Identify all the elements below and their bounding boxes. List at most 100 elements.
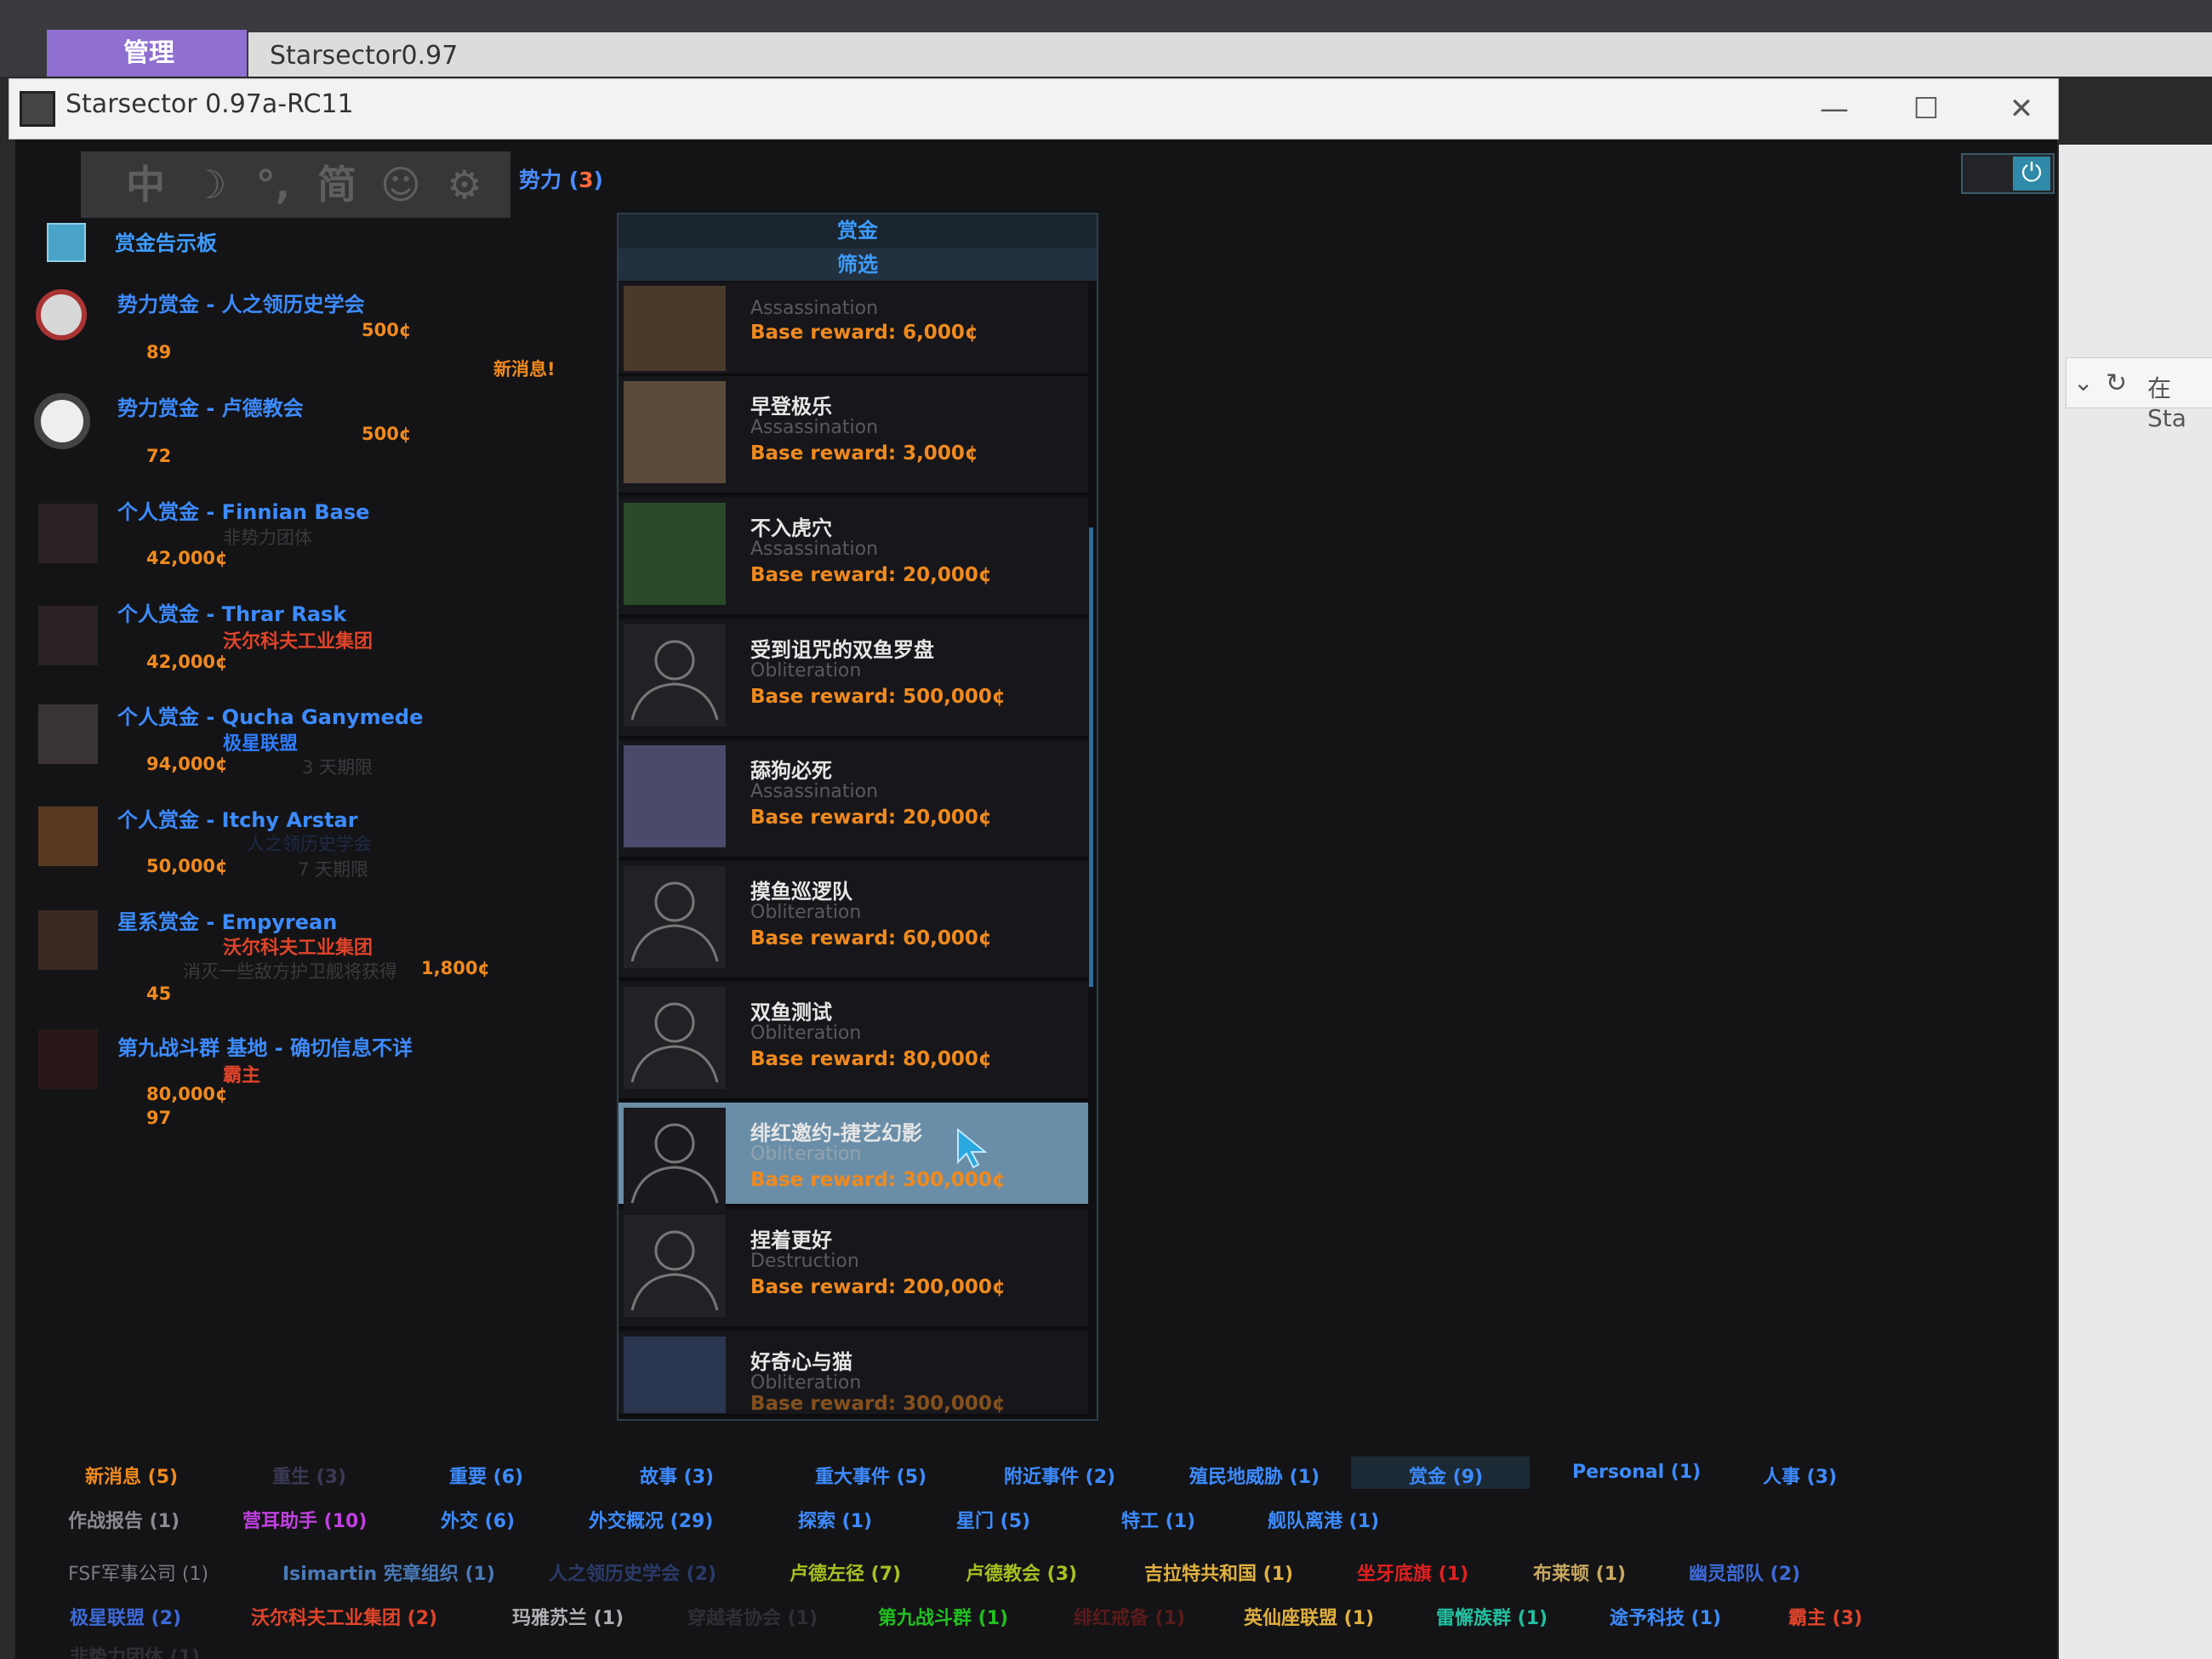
- filter-tag[interactable]: 途予科技 (1): [1610, 1608, 1722, 1629]
- power-icon[interactable]: ⏻: [2013, 157, 2050, 191]
- filter-tag[interactable]: 故事 (3): [640, 1467, 715, 1488]
- filter-tag[interactable]: 极星联盟 (2): [70, 1608, 182, 1629]
- filter-tag[interactable]: FSF军事公司 (1): [68, 1564, 209, 1585]
- filter-tag[interactable]: 外交概况 (29): [589, 1511, 714, 1532]
- bounty-row[interactable]: Assassination Base reward: 6,000¢: [619, 282, 1088, 376]
- tab-bounty[interactable]: 赏金: [837, 219, 878, 242]
- window-title: Starsector 0.97a-RC11: [66, 89, 354, 119]
- intel-item-title[interactable]: 第九战斗群 基地 - 确切信息不详: [117, 1036, 413, 1060]
- filter-tag[interactable]: 作战报告 (1): [68, 1511, 180, 1532]
- chevron-down-icon[interactable]: ⌄: [2073, 368, 2094, 396]
- browser-toolbar: ⌄ ↻ 在 Sta: [2066, 357, 2212, 432]
- intel-item-title[interactable]: 个人赏金 - Qucha Ganymede: [117, 705, 424, 729]
- panel-scrollbar[interactable]: [1089, 527, 1093, 987]
- filter-tag[interactable]: 第九战斗群 (1): [878, 1608, 1009, 1629]
- filter-tag[interactable]: 英仙座联盟 (1): [1244, 1608, 1375, 1629]
- filter-tag[interactable]: 布莱顿 (1): [1533, 1564, 1627, 1585]
- filter-tag[interactable]: Isimartin 宪章组织 (1): [282, 1564, 495, 1585]
- bounty-row[interactable]: 早登极乐 Assassination Base reward: 3,000¢: [619, 376, 1088, 495]
- os-tab-manage[interactable]: 管理: [47, 30, 247, 77]
- bounty-board-icon: [47, 223, 86, 262]
- filter-tag[interactable]: 非势力团体 (1): [70, 1647, 201, 1659]
- browser-search-stub[interactable]: 在 Sta: [2147, 374, 2186, 432]
- filter-tag[interactable]: 附近事件 (2): [1004, 1467, 1116, 1488]
- filter-tag[interactable]: 探索 (1): [798, 1511, 873, 1532]
- minimize-icon[interactable]: —: [1820, 92, 1849, 126]
- bounty-board-header[interactable]: 赏金告示板: [115, 231, 217, 255]
- faction-filter-label[interactable]: 势力 (3): [519, 163, 603, 194]
- bounty-row[interactable]: 舔狗必死 Assassination Base reward: 20,000¢: [619, 740, 1088, 859]
- os-tab-starsector[interactable]: Starsector0.97: [248, 32, 2212, 77]
- silhouette-portrait-icon: [624, 866, 726, 968]
- filter-tag[interactable]: 卢德教会 (3): [966, 1564, 1078, 1585]
- refresh-icon[interactable]: ↻: [2106, 368, 2128, 398]
- bounty-reward: Base reward: 60,000¢: [750, 927, 992, 949]
- bounty-row[interactable]: 捏着更好 Destruction Base reward: 200,000¢: [619, 1210, 1088, 1329]
- settings-gear-icon[interactable]: ⚙: [447, 162, 482, 208]
- maximize-icon[interactable]: ☐: [1913, 92, 1940, 126]
- bounty-row-selected[interactable]: 绯红邀约-捷艺幻影 Obliteration Base reward: 300,…: [619, 1103, 1088, 1210]
- filter-tag[interactable]: 沃尔科夫工业集团 (2): [251, 1608, 438, 1629]
- filter-tag[interactable]: 绯红戒备 (1): [1074, 1608, 1186, 1629]
- emoji-icon[interactable]: ☺: [380, 162, 421, 208]
- bounty-reward: Base reward: 500,000¢: [750, 686, 1006, 708]
- character-avatar: [38, 807, 98, 866]
- character-portrait: [624, 503, 726, 605]
- intel-item-faction: 霸主: [223, 1065, 261, 1086]
- filter-tag[interactable]: 重要 (6): [449, 1467, 524, 1488]
- faction-emblem-icon: [36, 289, 87, 340]
- bounty-row[interactable]: 好奇心与猫 Obliteration Base reward: 300,000¢: [619, 1331, 1088, 1417]
- bounty-reward: Base reward: 200,000¢: [750, 1276, 1006, 1298]
- filter-tag[interactable]: 坐牙底旗 (1): [1357, 1564, 1469, 1585]
- bounty-reward: Base reward: 80,000¢: [750, 1048, 992, 1070]
- bounty-row[interactable]: 不入虎穴 Assassination Base reward: 20,000¢: [619, 498, 1088, 617]
- tab-filter[interactable]: 筛选: [619, 248, 1097, 281]
- bounty-name: 受到诅咒的双鱼罗盘: [750, 638, 934, 662]
- window-titlebar: Starsector 0.97a-RC11 — ☐ ✕: [9, 78, 2059, 140]
- character-avatar: [38, 606, 98, 665]
- moon-icon[interactable]: ☽: [191, 162, 227, 208]
- filter-tag[interactable]: 营耳助手 (10): [242, 1511, 368, 1532]
- bounty-row[interactable]: 双鱼测试 Obliteration Base reward: 80,000¢: [619, 982, 1088, 1101]
- bounty-row[interactable]: 受到诅咒的双鱼罗盘 Obliteration Base reward: 500,…: [619, 619, 1088, 738]
- character-portrait: [624, 286, 726, 371]
- intel-item-reward: 80,000¢: [146, 1084, 228, 1104]
- filter-tag[interactable]: 穿越者协会 (1): [687, 1608, 818, 1629]
- filter-tag[interactable]: 新消息 (5): [85, 1467, 179, 1488]
- filter-tag[interactable]: 人之领历史学会 (2): [549, 1564, 717, 1585]
- filter-tag[interactable]: 重大事件 (5): [815, 1467, 927, 1488]
- simplified-icon[interactable]: 简: [317, 162, 356, 208]
- filter-tag[interactable]: 重生 (3): [272, 1467, 347, 1488]
- filter-tag-bounty[interactable]: 赏金 (9): [1409, 1467, 1484, 1488]
- intel-item-title[interactable]: 势力赏金 - 卢德教会: [117, 396, 304, 420]
- mouse-cursor-icon: [955, 1127, 990, 1172]
- intel-item-faction: 沃尔科夫工业集团: [223, 938, 373, 959]
- intel-item-deadline: 7 天期限: [298, 859, 369, 880]
- bounty-panel-header: 赏金 筛选: [619, 214, 1097, 281]
- filter-tag[interactable]: 霸主 (3): [1788, 1608, 1863, 1629]
- filter-tag[interactable]: 玛雅苏兰 (1): [512, 1608, 624, 1629]
- filter-tag[interactable]: 殖民地威胁 (1): [1189, 1467, 1320, 1488]
- filter-tag[interactable]: 雷懈族群 (1): [1436, 1608, 1548, 1629]
- intel-item-title[interactable]: 个人赏金 - Itchy Arstar: [117, 808, 358, 832]
- filter-tag[interactable]: 卢德左径 (7): [790, 1564, 902, 1585]
- bounty-row[interactable]: 摸鱼巡逻队 Obliteration Base reward: 60,000¢: [619, 861, 1088, 980]
- chinese-mode-icon[interactable]: 中: [126, 162, 165, 208]
- station-icon: [38, 1029, 98, 1089]
- punctuation-icon[interactable]: °,: [255, 162, 291, 208]
- filter-tag[interactable]: 舰队离港 (1): [1268, 1511, 1380, 1532]
- filter-tag[interactable]: 人事 (3): [1763, 1467, 1838, 1488]
- close-icon[interactable]: ✕: [2009, 92, 2034, 126]
- intel-item-title[interactable]: 个人赏金 - Finnian Base: [117, 500, 370, 524]
- filter-tag[interactable]: 吉拉特共和国 (1): [1144, 1564, 1294, 1585]
- bounty-reward: Base reward: 300,000¢: [750, 1393, 1006, 1415]
- filter-tag[interactable]: 幽灵部队 (2): [1689, 1564, 1801, 1585]
- intel-item-faction: 极星联盟: [223, 733, 299, 755]
- intel-item-title[interactable]: 个人赏金 - Thrar Rask: [117, 602, 347, 626]
- filter-tag[interactable]: 特工 (1): [1121, 1511, 1196, 1532]
- filter-tag[interactable]: 星门 (5): [956, 1511, 1031, 1532]
- filter-tag[interactable]: 外交 (6): [441, 1511, 516, 1532]
- intel-item-title[interactable]: 势力赏金 - 人之领历史学会: [117, 293, 365, 316]
- filter-tag[interactable]: Personal (1): [1572, 1462, 1702, 1483]
- intel-item-title[interactable]: 星系赏金 - Empyrean: [117, 910, 338, 934]
